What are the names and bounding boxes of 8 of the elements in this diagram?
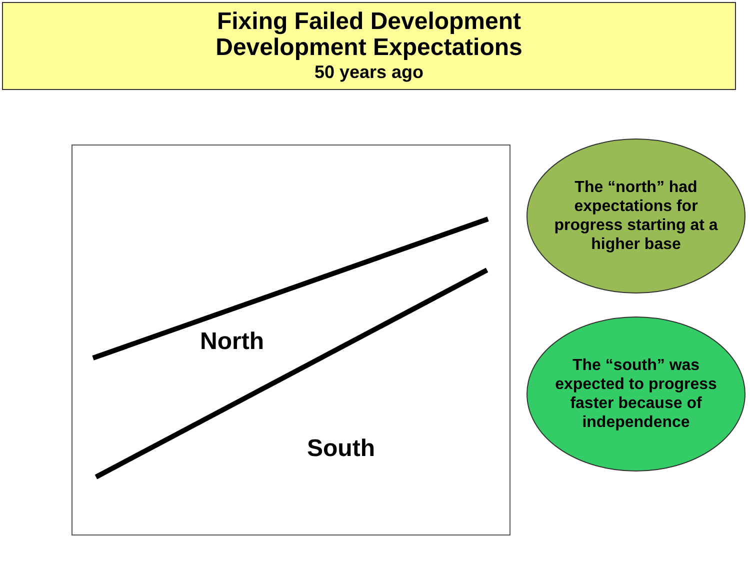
subtitle: 50 years ago — [314, 61, 424, 83]
title: Fixing Failed Development Development Expectations — [214, 9, 524, 61]
callout-text: The “south” was expected to progress faster because of independence — [554, 356, 718, 432]
ellipse-callout — [526, 138, 746, 294]
line-label: North — [200, 328, 264, 356]
line-label: South — [307, 435, 375, 463]
ellipse-callout — [526, 316, 746, 472]
callout-text: The “north” had expectations for progress starting at a higher base — [553, 178, 719, 254]
